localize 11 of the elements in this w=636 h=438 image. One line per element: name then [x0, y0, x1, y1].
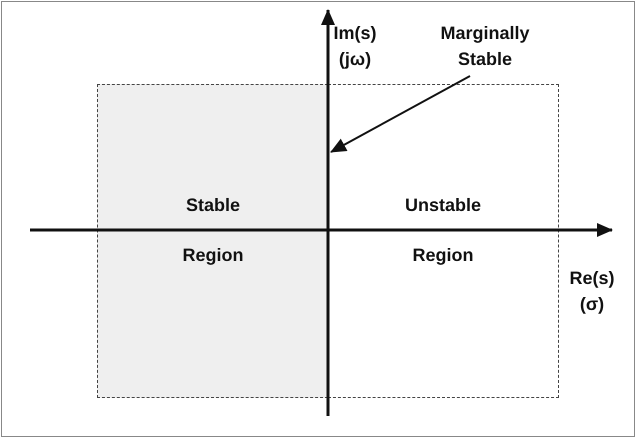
axis-label: Re(s) (σ) — [568, 267, 616, 316]
unstable-region — [328, 84, 559, 398]
region-label: Region — [182, 245, 244, 266]
axis-label: Im(s) (jω) — [332, 22, 378, 71]
stable-region — [97, 84, 328, 398]
leader-arrow — [330, 75, 470, 153]
imaginary-axis — [321, 9, 335, 416]
region-label: Unstable — [404, 195, 482, 216]
annotation-text: Marginally Stable — [439, 22, 531, 71]
region-label: Region — [412, 245, 474, 266]
region-label: Stable — [186, 195, 240, 216]
